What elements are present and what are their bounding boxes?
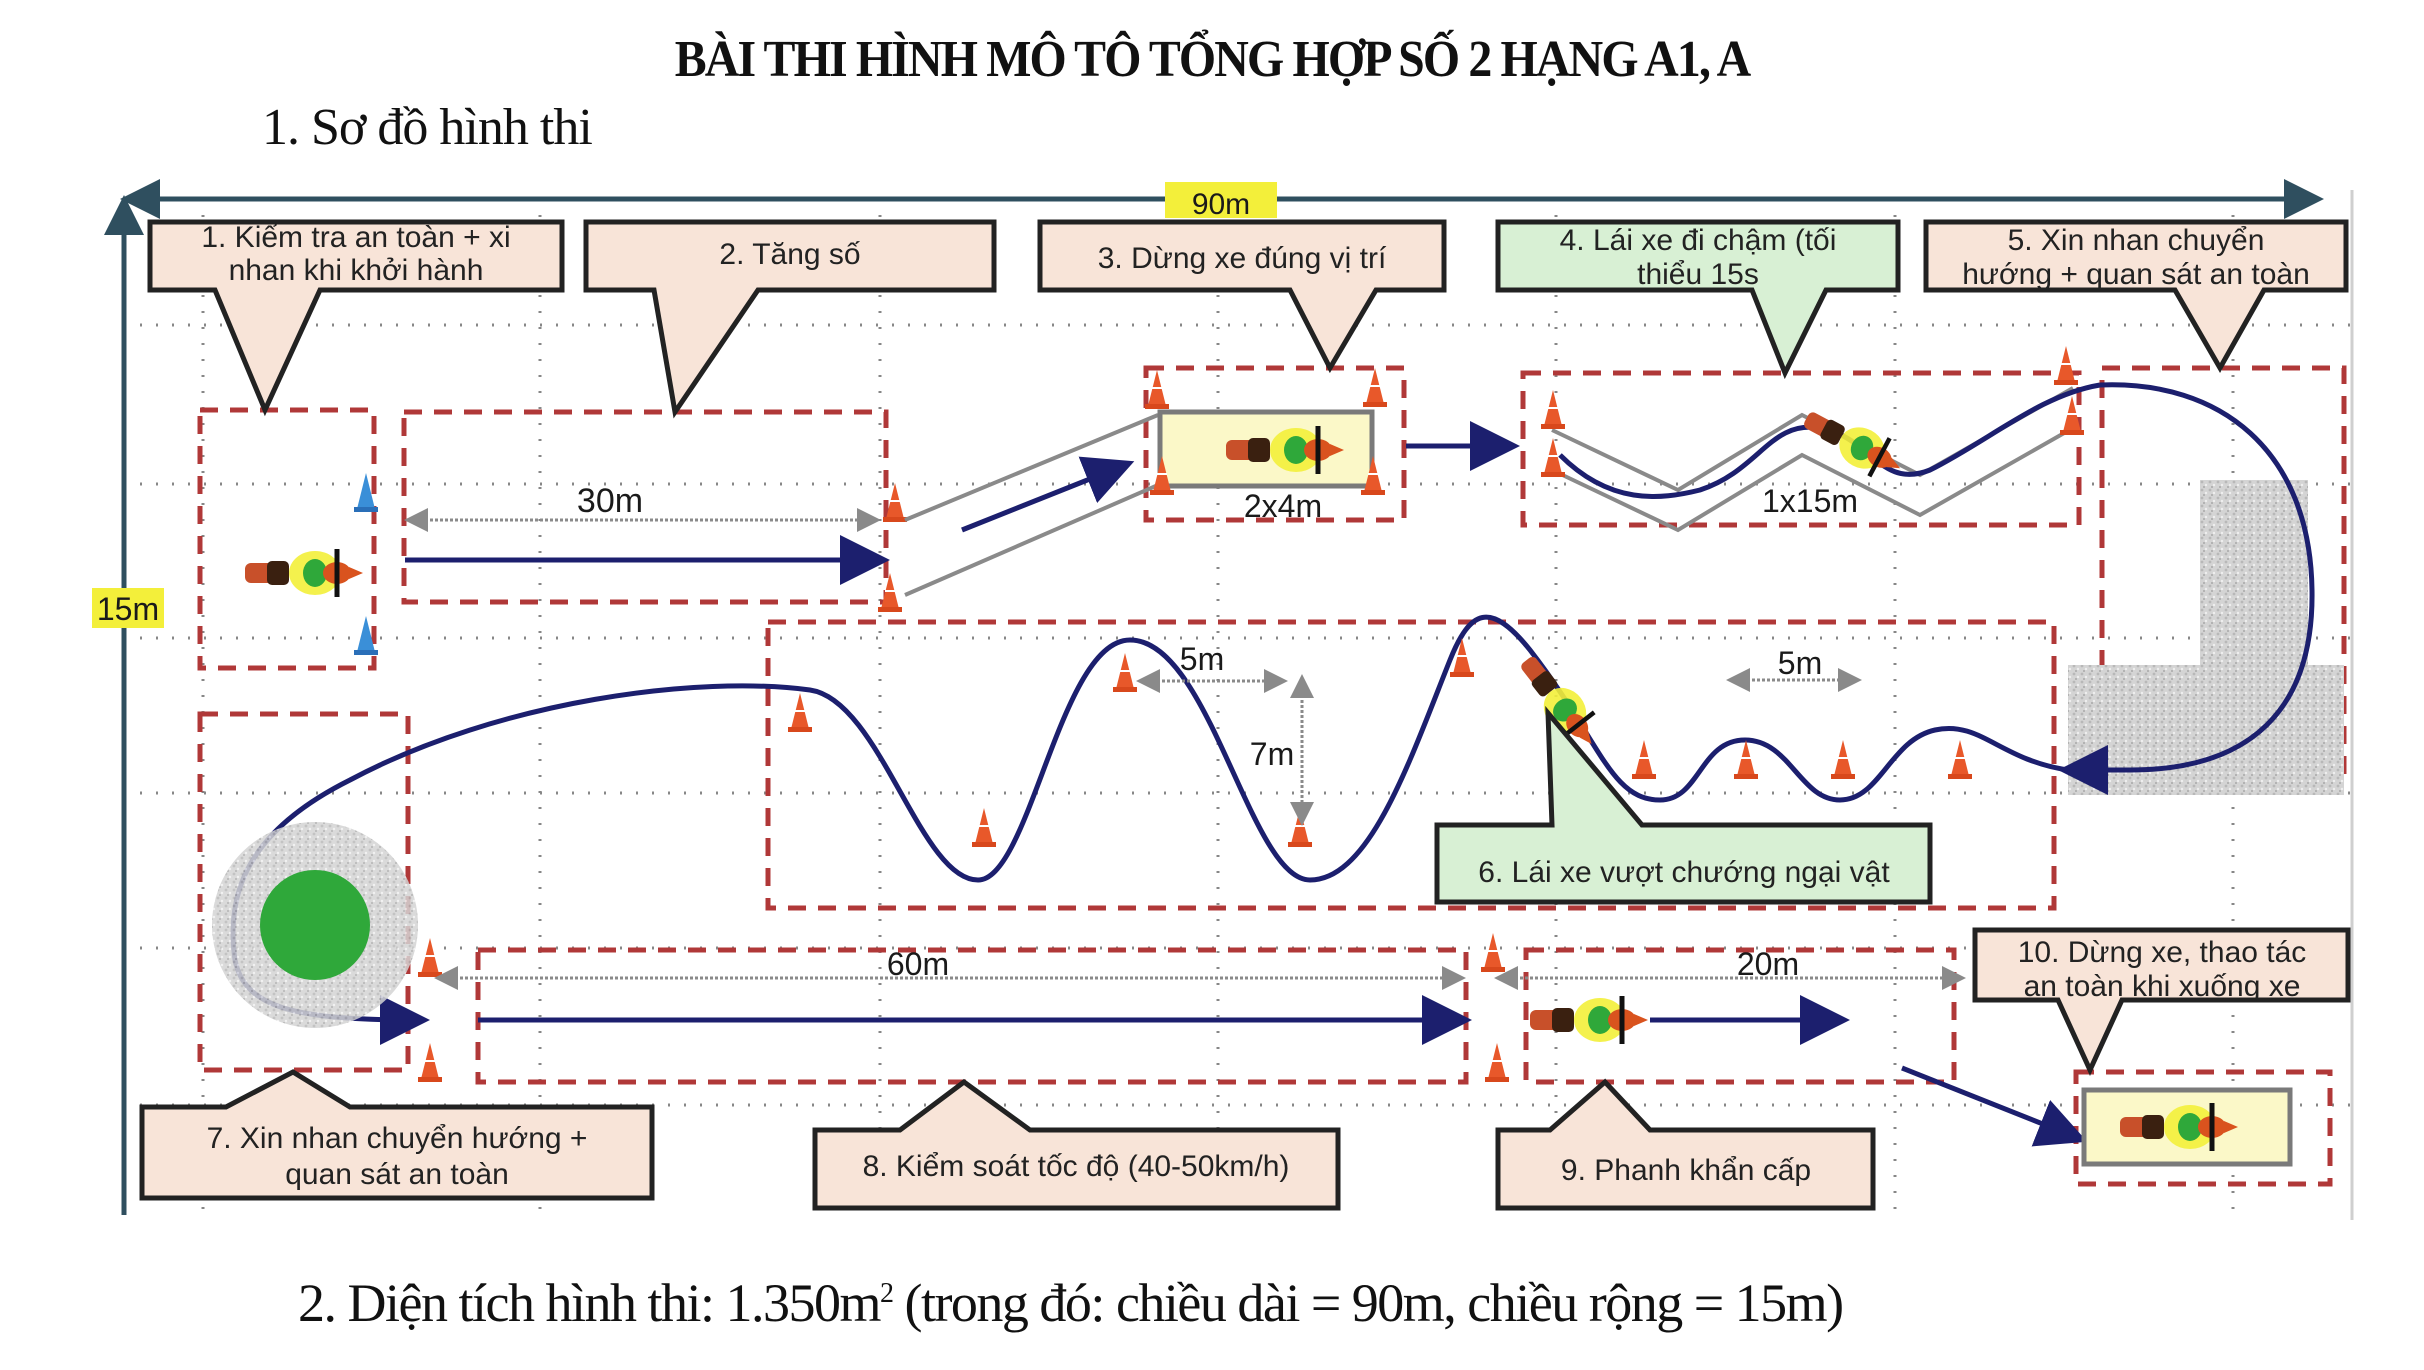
callout-3-stop-position — [1037, 219, 1447, 374]
callout-5-text-line2: hướng + quan sát an toàn — [1962, 258, 2310, 291]
slalom-depth-label: 7m — [1250, 736, 1294, 772]
callout-9-text: 9. Phanh khẩn cấp — [1561, 1154, 1811, 1187]
length-dimension-arrow: 90m — [120, 179, 2324, 221]
callout-10-dismount — [1972, 927, 2351, 1077]
motorcycle-narrow-icon — [1796, 399, 1910, 487]
distance-20m-label: 20m — [1737, 946, 1799, 982]
area-summary-suffix: (trong đó: chiều dài = 90m, chiều rộng =… — [892, 1273, 1844, 1333]
zone-speed-control — [475, 947, 1469, 1085]
width-dimension-arrow: 15m — [92, 195, 164, 1215]
callout-4-text-line2: thiểu 15s — [1637, 258, 1759, 291]
zone-emergency-brake — [1523, 947, 1957, 1085]
slalom-gap-2-label: 5m — [1778, 645, 1822, 681]
callout-7-turn-signal — [139, 1069, 655, 1201]
distance-60m-label: 60m — [887, 946, 949, 982]
length-label: 90m — [1192, 188, 1250, 221]
grid — [124, 199, 2350, 1215]
area-summary: 2. Diện tích hình thi: 1.350m2 (trong đó… — [298, 1272, 1844, 1334]
zone-start — [197, 407, 377, 671]
callout-1-safety-check — [147, 219, 565, 417]
zone-roundabout — [197, 711, 411, 1073]
callout-8-speed-control — [812, 1078, 1341, 1211]
slalom-gap-1-label: 5m — [1180, 641, 1224, 677]
narrow-path-size-label: 1x15m — [1762, 483, 1858, 519]
zone-stop-position — [1143, 365, 1407, 523]
zone-accelerate — [401, 409, 889, 605]
callout-1-text-line1: 1. Kiểm tra an toàn + xi — [201, 221, 510, 254]
callout-4-text-line1: 4. Lái xe đi chậm (tối — [1560, 224, 1837, 257]
callout-2-gear-up — [583, 219, 997, 419]
callout-10-text-line1: 10. Dừng xe, thao tác — [2018, 936, 2307, 969]
area-summary-prefix: 2. Diện tích hình thi: 1.350m — [298, 1273, 881, 1333]
callout-9-emergency-brake — [1495, 1078, 1876, 1211]
page-title: BÀI THI HÌNH MÔ TÔ TỔNG HỢP SỐ 2 HẠNG A1… — [674, 31, 1751, 88]
callout-3-text: 3. Dừng xe đúng vị trí — [1098, 242, 1387, 275]
callout-6-obstacle — [1434, 705, 1933, 905]
stop-box-size-label: 2x4m — [1244, 488, 1322, 524]
callout-7-text-line2: quan sát an toàn — [285, 1158, 509, 1191]
callout-4-slow-drive — [1495, 219, 1901, 380]
callout-6-text: 6. Lái xe vượt chướng ngại vật — [1478, 856, 1890, 889]
area-summary-exponent: 2 — [879, 1278, 894, 1309]
zone-narrow-path — [1520, 370, 2082, 528]
callout-1-text-line2: nhan khi khởi hành — [229, 254, 484, 287]
width-label: 15m — [97, 591, 159, 627]
motorcycle-start-icon — [245, 549, 363, 597]
callout-5-text-line1: 5. Xin nhan chuyển — [2008, 224, 2265, 257]
callout-10-text-line2: an toàn khi xuống xe — [2024, 970, 2301, 1003]
callout-5-turn-signal — [1923, 219, 2349, 374]
distance-30m-label: 30m — [577, 482, 643, 520]
callout-2-text: 2. Tăng số — [719, 238, 861, 271]
zone-obstacle-slalom — [765, 619, 2057, 911]
callout-8-text: 8. Kiểm soát tốc độ (40-50km/h) — [863, 1150, 1290, 1183]
section-heading-diagram: 1. Sơ đồ hình thi — [262, 99, 593, 156]
motorcycle-brake-icon — [1530, 996, 1648, 1044]
callout-7-text-line1: 7. Xin nhan chuyển hướng + — [207, 1122, 588, 1155]
